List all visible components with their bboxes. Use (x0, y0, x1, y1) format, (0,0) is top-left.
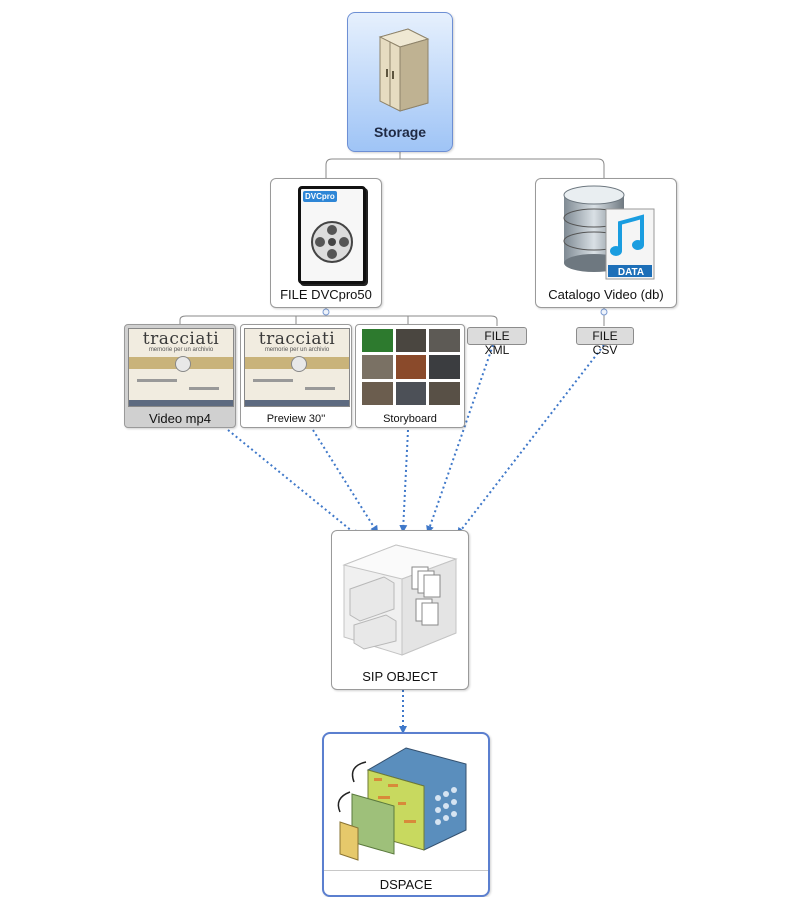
arrow-csv-to-sip (456, 344, 605, 536)
preview-label: Preview 30'' (266, 413, 326, 425)
storyboard-frame (429, 381, 460, 405)
connector-storage-branches (325, 158, 605, 178)
play-icon (291, 356, 307, 372)
catalogo-label: Catalogo Video (db) (548, 287, 664, 302)
thumbnail-title: tracciati (142, 329, 220, 349)
arrow-storyboard-to-sip (399, 429, 409, 533)
thumbnail-title: tracciati (258, 329, 336, 349)
thumbnail-subtitle: memorie per un archivio (264, 347, 330, 353)
storyboard-frame (362, 381, 393, 405)
connector-dvcpro-branches (179, 315, 498, 326)
file-dvcpro-node[interactable]: DVCpro FILE DVCpro50 (270, 178, 382, 308)
storage-label: Storage (373, 124, 427, 140)
video-mp4-thumbnail: tracciati memorie per un archivio (128, 328, 234, 407)
video-mp4-node[interactable]: tracciati memorie per un archivio Video … (124, 324, 236, 428)
file-dvcpro-label: FILE DVCpro50 (280, 287, 372, 302)
collapse-toggle-catalogo (600, 308, 608, 316)
repository-layers-icon (337, 747, 467, 861)
package-object-icon (342, 544, 458, 656)
storyboard-frame (429, 329, 460, 353)
storyboard-frame (395, 381, 427, 405)
dspace-divider (324, 870, 488, 871)
thumbnail-subtitle: memorie per un archivio (148, 347, 214, 353)
tree-connectors (179, 151, 605, 326)
storyboard-grid (362, 329, 460, 405)
storage-node[interactable]: Storage (347, 12, 453, 152)
server-cabinet-icon (378, 28, 430, 112)
sip-object-label: SIP OBJECT (362, 669, 438, 684)
data-badge: DATA (617, 267, 645, 278)
storyboard-frame (362, 329, 393, 353)
storyboard-frame (429, 355, 460, 379)
storyboard-frame (395, 329, 427, 353)
play-icon (175, 356, 191, 372)
film-reel-icon (311, 221, 353, 263)
database-music-icon (563, 185, 655, 280)
storyboard-node[interactable]: Storyboard (355, 324, 465, 428)
file-csv-node[interactable]: FILE CSV (576, 327, 634, 357)
dspace-node[interactable]: DSPACE (322, 732, 490, 897)
video-mp4-label: Video mp4 (149, 411, 211, 426)
file-xml-node[interactable]: FILE XML (467, 327, 527, 357)
sip-object-node[interactable]: SIP OBJECT (331, 530, 469, 690)
preview-thumbnail: tracciati memorie per un archivio (244, 328, 350, 407)
flow-arrows (227, 344, 605, 734)
dvcpro-badge: DVCpro (303, 191, 337, 202)
storyboard-frame (362, 355, 393, 379)
dspace-label: DSPACE (379, 877, 433, 892)
video-file-reel-icon: DVCpro (298, 186, 366, 284)
collapse-toggle-dvcpro (322, 308, 330, 316)
arrow-mp4-to-sip (227, 429, 360, 538)
preview-node[interactable]: tracciati memorie per un archivio Previe… (240, 324, 352, 428)
catalogo-video-node[interactable]: DATA Catalogo Video (db) (535, 178, 677, 308)
storyboard-frame (395, 355, 427, 379)
arrow-preview-to-sip (312, 429, 379, 534)
storyboard-label: Storyboard (383, 413, 437, 425)
